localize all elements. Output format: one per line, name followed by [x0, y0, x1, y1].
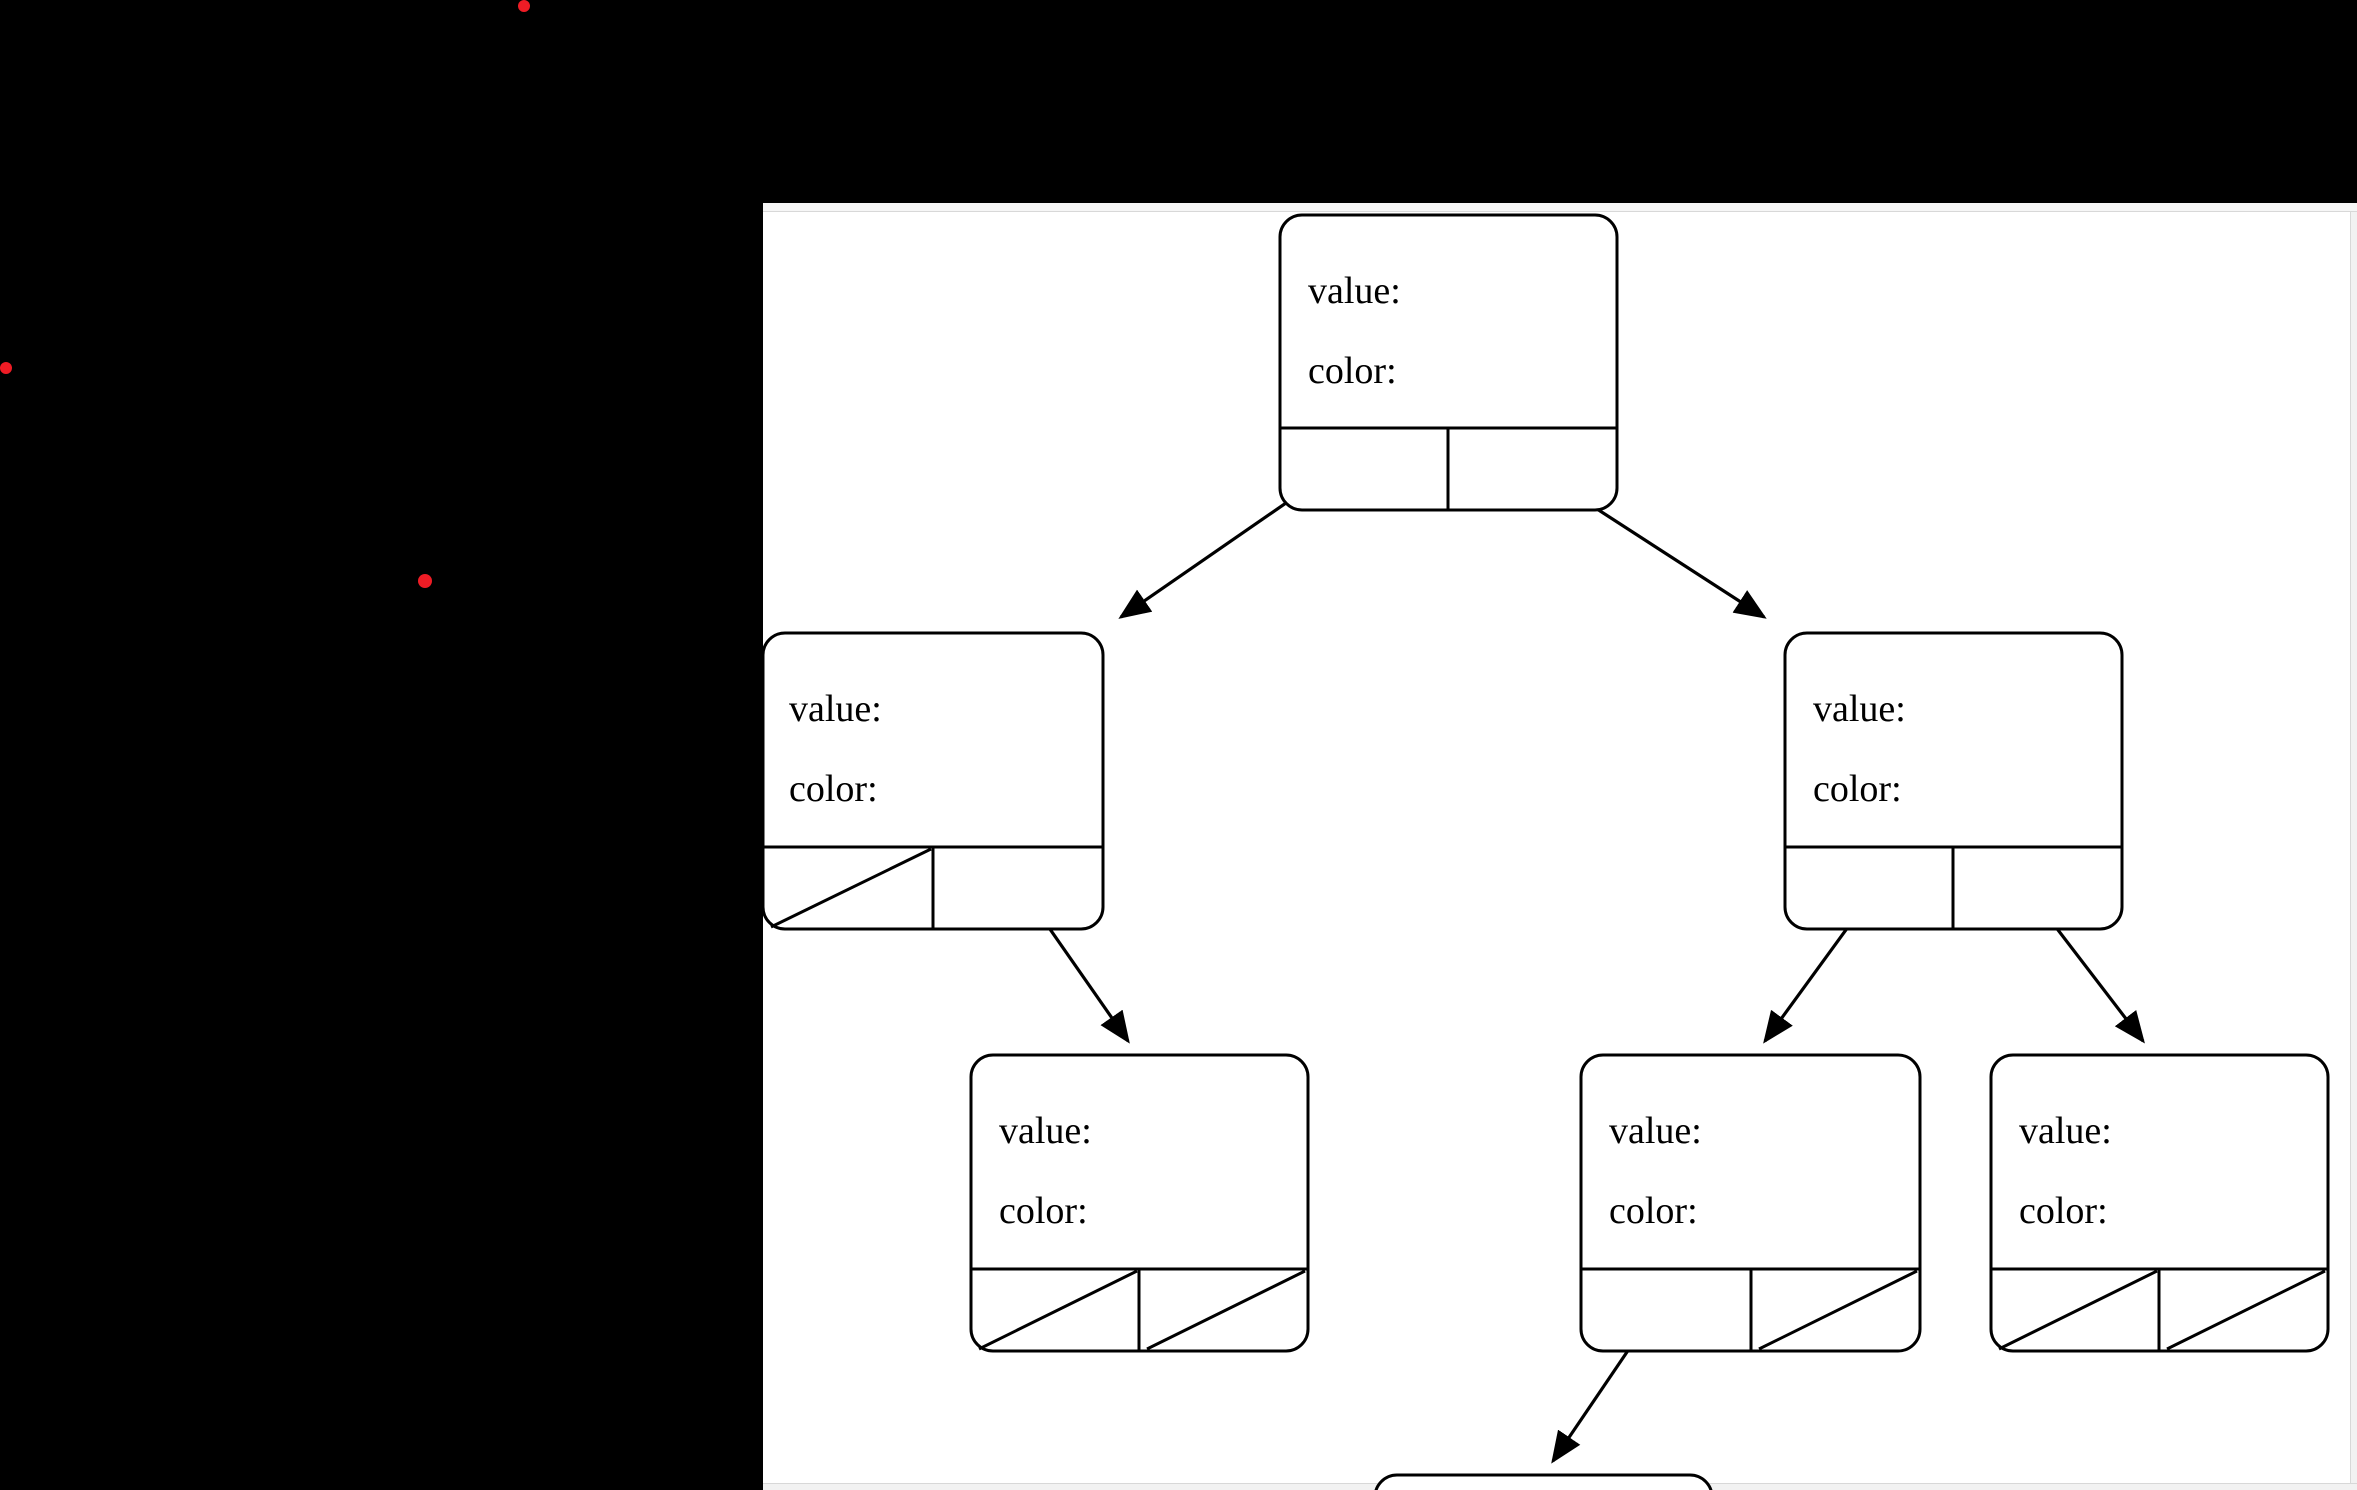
null-pointer-slash-right	[2166, 1269, 2326, 1351]
diagram-viewer-panel[interactable]: value: color: value: color: value: color…	[763, 203, 2357, 1490]
tree-node-right-left[interactable]: value: color:	[1579, 1053, 1922, 1353]
tree-node-root[interactable]: value: color:	[1278, 213, 1619, 512]
null-pointer-slash-left	[770, 847, 932, 929]
vertical-scrollbar[interactable]	[2350, 212, 2357, 1483]
node-color-label: color:	[1813, 768, 1902, 810]
node-value-label: value:	[999, 1110, 1092, 1152]
node-color-label: color:	[1609, 1190, 1698, 1232]
node-color-label: color:	[999, 1190, 1088, 1232]
null-pointer-slash-right	[1146, 1269, 1306, 1351]
node-value-label: value:	[1813, 688, 1906, 730]
node-value-label: value:	[2019, 1110, 2112, 1152]
tree-node-right-right[interactable]: value: color:	[1989, 1053, 2330, 1353]
marker-dot-left	[0, 362, 12, 374]
panel-top-chrome	[763, 203, 2357, 212]
node-color-label: color:	[2019, 1190, 2108, 1232]
tree-node-right[interactable]: value: color:	[1783, 631, 2124, 931]
marker-dot-top	[518, 0, 530, 12]
node-value-label: value:	[1308, 270, 1401, 312]
node-color-label: color:	[789, 768, 878, 810]
null-pointer-slash-right	[1758, 1269, 1918, 1351]
tree-node-left-right[interactable]: value: color:	[969, 1053, 1310, 1353]
tree-node-left[interactable]: value: color:	[763, 631, 1105, 931]
node-value-label: value:	[789, 688, 882, 730]
node-value-label: value:	[1609, 1110, 1702, 1152]
marker-dot-mid	[418, 574, 432, 588]
binary-tree-diagram: value: color: value: color: value: color…	[763, 213, 2330, 1490]
node-color-label: color:	[1308, 350, 1397, 392]
null-pointer-slash-left	[978, 1269, 1138, 1351]
tree-node-deep[interactable]: value: color:	[1374, 1473, 1713, 1490]
null-pointer-slash-left	[1998, 1269, 2158, 1351]
node-box[interactable]	[1374, 1473, 1713, 1490]
